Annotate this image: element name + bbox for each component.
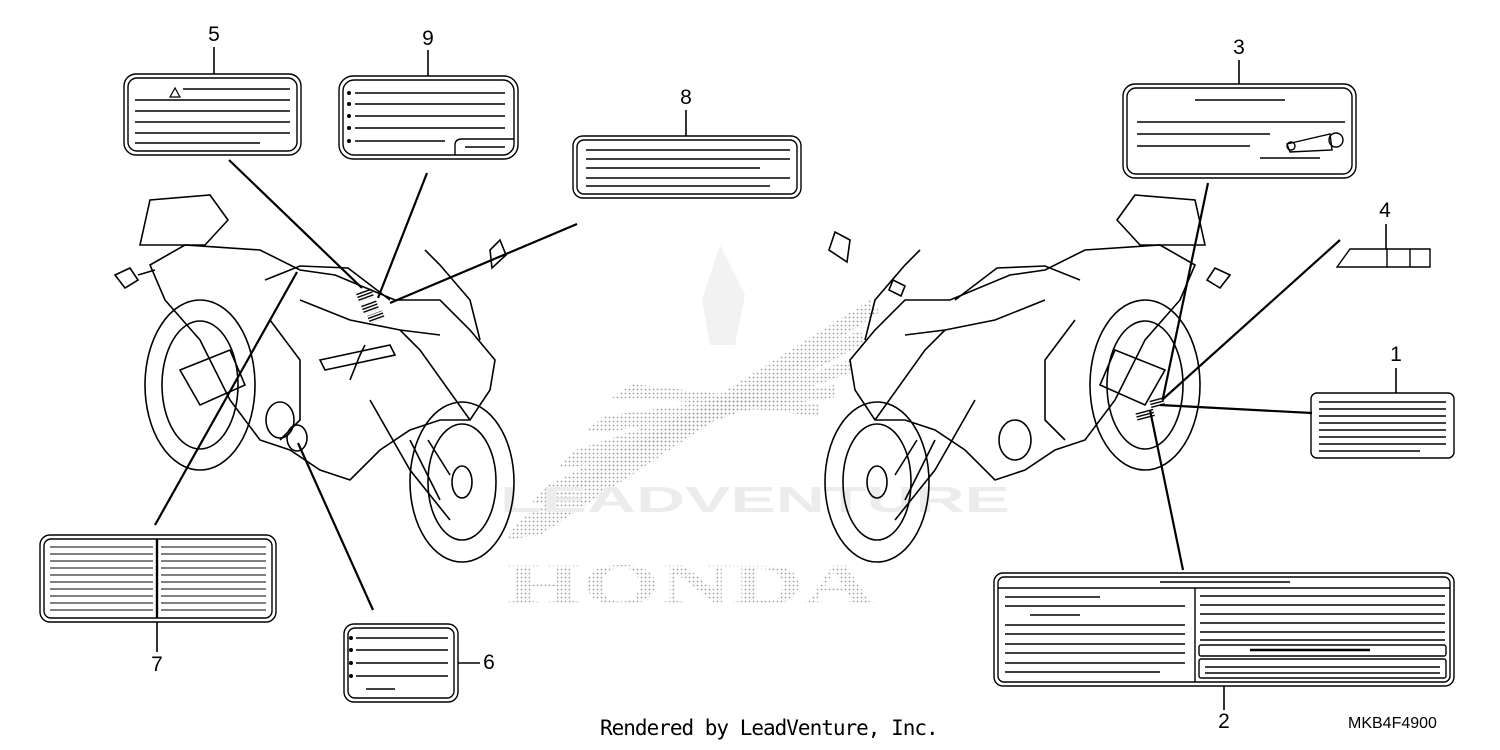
leader-8 — [389, 222, 578, 305]
motorcycle-right-view — [824, 194, 1232, 563]
label-4 — [1335, 248, 1431, 268]
right-bike-label-markers — [1135, 396, 1166, 422]
leader-7 — [154, 271, 298, 526]
callout-4: 4 — [1379, 199, 1391, 222]
callout-2: 2 — [1218, 710, 1230, 733]
callout-6: 6 — [483, 651, 495, 674]
label-6 — [343, 623, 459, 703]
label-1 — [1310, 392, 1455, 459]
callout-1: 1 — [1390, 343, 1402, 366]
motorcycle-left-view — [113, 194, 515, 563]
label-7 — [39, 534, 277, 623]
callout-7: 7 — [151, 653, 163, 676]
callout-5: 5 — [208, 23, 220, 46]
leader-6 — [296, 442, 375, 611]
leader-lines — [154, 159, 1341, 611]
label-8 — [572, 135, 802, 199]
label-2 — [993, 572, 1455, 687]
leader-3 — [1161, 182, 1210, 399]
svg-text:LEADVENTURE: LEADVENTURE — [500, 479, 1010, 520]
leader-4 — [1161, 239, 1341, 401]
left-bike-label-markers — [355, 287, 385, 324]
leader-5 — [228, 159, 363, 289]
callout-ticks — [213, 47, 1240, 136]
label-3 — [1122, 83, 1357, 179]
leader-9 — [376, 172, 429, 299]
leader-1 — [1159, 403, 1313, 415]
honda-logo-watermark: HONDA LEADVENTURE — [500, 479, 1010, 617]
leader-2 — [1148, 409, 1185, 571]
honda-wing-watermark — [505, 245, 880, 540]
callout-3: 3 — [1233, 36, 1245, 59]
render-credit: Rendered by LeadVenture, Inc. — [600, 716, 939, 740]
label-9 — [338, 75, 519, 160]
callout-8: 8 — [680, 86, 692, 109]
diagram-code: MKB4F4900 — [1348, 715, 1437, 732]
callout-9: 9 — [422, 27, 434, 50]
svg-text:HONDA: HONDA — [505, 552, 875, 617]
label-5-warning — [123, 73, 302, 156]
